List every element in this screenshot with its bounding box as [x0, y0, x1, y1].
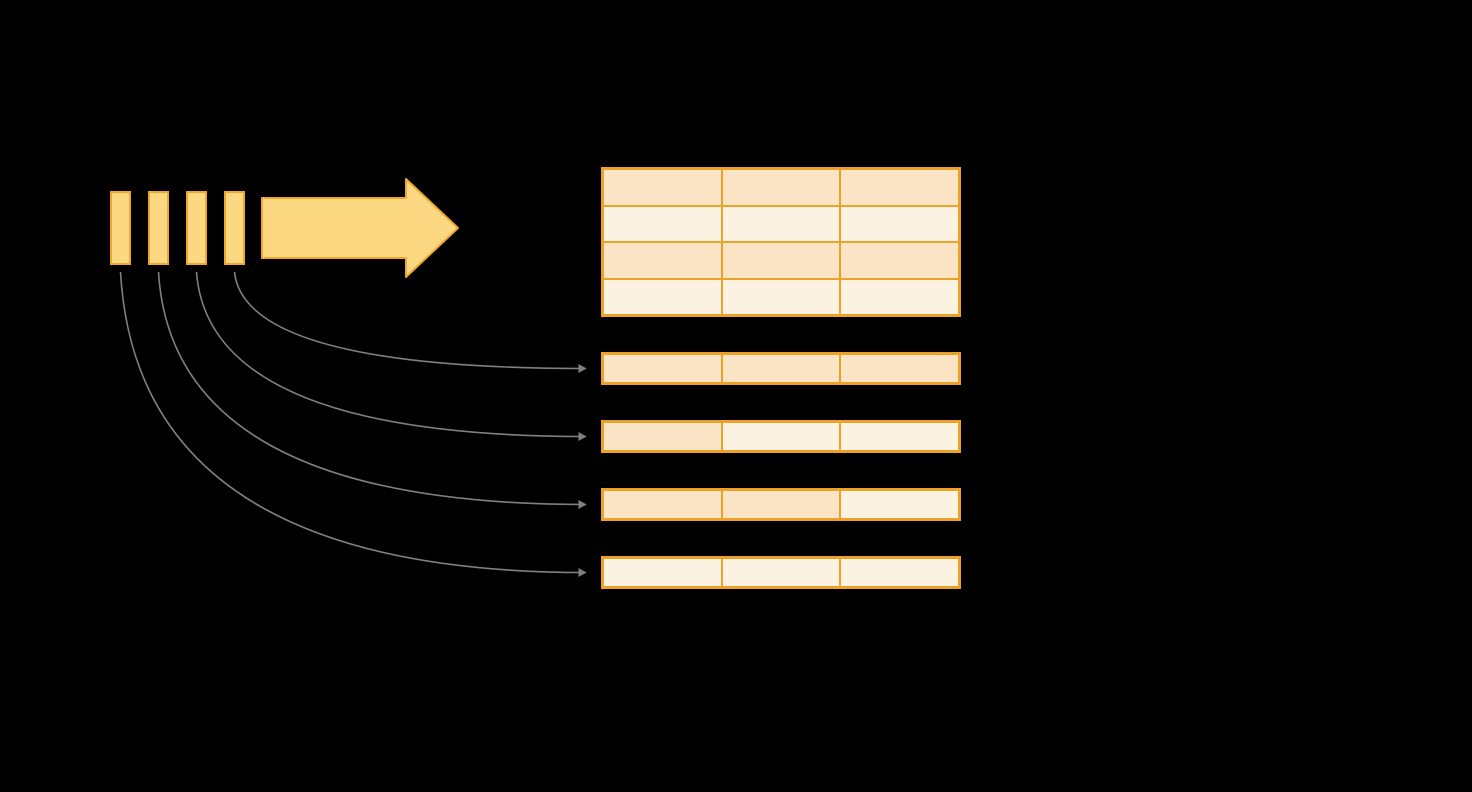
table-cell-r4c3: [840, 278, 959, 315]
stream-record-bar-3: [186, 191, 207, 265]
record-connector-4: [119, 271, 587, 577]
target-table: [601, 167, 961, 317]
row-table-2-cell-3: [840, 422, 959, 451]
row-table-2-cell-2: [721, 422, 841, 451]
row-table-3-cell-1: [603, 490, 722, 519]
table-cell-r2c2: [721, 205, 841, 242]
table-cell-r2c3: [840, 205, 959, 242]
row-table-4-cell-3: [840, 558, 959, 587]
table-cell-r3c3: [840, 242, 959, 279]
row-table-4: [601, 556, 961, 589]
table-cell-r2c1: [603, 205, 722, 242]
row-table-2-cell-1: [603, 422, 722, 451]
stream-record-bar-2: [148, 191, 169, 265]
stream-record-bar-4: [224, 191, 245, 265]
row-table-2: [601, 420, 961, 453]
record-connector-2: [195, 271, 587, 441]
row-table-1: [601, 352, 961, 385]
stream-record-bar-1: [110, 191, 131, 265]
bulk-write-arrow-icon: [261, 178, 459, 278]
table-cell-r1c3: [840, 169, 959, 206]
record-connector-3: [157, 271, 587, 509]
row-table-1-cell-1: [603, 354, 722, 383]
row-table-4-cell-1: [603, 558, 722, 587]
table-cell-r3c1: [603, 242, 722, 279]
row-table-1-cell-3: [840, 354, 959, 383]
table-cell-r4c1: [603, 278, 722, 315]
row-table-3: [601, 488, 961, 521]
record-connector-1: [233, 271, 587, 373]
table-cell-r4c2: [721, 278, 841, 315]
row-table-3-cell-3: [840, 490, 959, 519]
table-cell-r1c2: [721, 169, 841, 206]
row-table-1-cell-2: [721, 354, 841, 383]
table-cell-r1c1: [603, 169, 722, 206]
table-cell-r3c2: [721, 242, 841, 279]
row-table-4-cell-2: [721, 558, 841, 587]
record-to-row-connectors: [119, 271, 587, 577]
row-table-3-cell-2: [721, 490, 841, 519]
